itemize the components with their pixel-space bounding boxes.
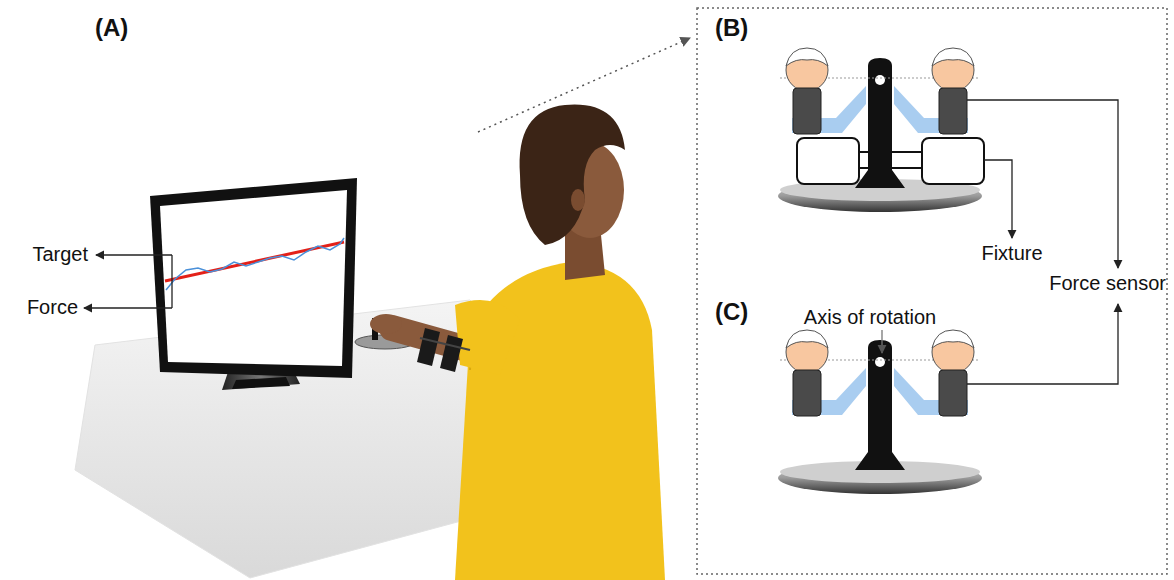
setup-with-fixture	[786, 48, 828, 66]
setup-without-fixture	[786, 330, 828, 348]
setup-with-fixture	[786, 49, 828, 91]
participant	[370, 105, 665, 580]
setup-with-fixture	[939, 88, 967, 134]
setup-with-fixture	[793, 88, 821, 134]
participant	[417, 328, 440, 366]
part-label: Axis of rotation	[804, 306, 936, 329]
label-leaders	[84, 307, 172, 308]
setup-with-fixture	[875, 75, 885, 85]
setup-without-fixture	[778, 330, 982, 494]
participant	[370, 314, 402, 334]
panel-leaders	[967, 304, 1118, 384]
setup-without-fixture	[932, 330, 974, 348]
participant	[455, 262, 665, 580]
monitor	[232, 377, 290, 389]
label-leaders	[84, 255, 172, 308]
force-trace	[166, 238, 344, 290]
setup-with-fixture	[797, 138, 859, 184]
panel-leaders	[881, 330, 882, 353]
target-line	[165, 242, 344, 281]
participant	[420, 338, 470, 350]
setup-with-fixture	[932, 49, 974, 91]
setup-without-fixture	[939, 370, 967, 416]
panel-leaders	[882, 100, 1118, 384]
setup-with-fixture	[894, 86, 968, 133]
panel-letter: (C)	[715, 298, 748, 326]
setup-without-fixture	[792, 368, 866, 415]
participant	[440, 335, 463, 372]
panel-leaders	[984, 160, 1012, 238]
setup-with-fixture	[932, 48, 974, 66]
setup-with-fixture	[778, 48, 984, 212]
setup-without-fixture	[875, 357, 885, 367]
panel-letter: (A)	[95, 14, 128, 42]
participant	[520, 105, 625, 245]
label-leaders	[171, 255, 172, 308]
label-leaders	[96, 254, 172, 255]
setup-without-fixture	[932, 331, 974, 373]
setup-without-fixture	[793, 370, 821, 416]
screen-label: Target	[32, 243, 88, 266]
participant	[571, 189, 585, 211]
setup-with-fixture	[792, 86, 866, 133]
setup-without-fixture	[894, 368, 968, 415]
monitor	[150, 178, 357, 378]
participant	[455, 300, 520, 375]
monitor	[150, 178, 357, 390]
part-label: Fixture	[981, 242, 1042, 265]
part-label: Force sensor	[1049, 272, 1166, 295]
zoom-callout	[478, 38, 690, 132]
zoom-callout	[697, 8, 1167, 574]
setup-with-fixture	[922, 138, 984, 184]
panel-letter: (B)	[715, 14, 748, 42]
panel-leaders	[967, 100, 1118, 268]
screen-label: Force	[27, 296, 78, 319]
setup-without-fixture	[786, 331, 828, 373]
monitor	[160, 190, 347, 366]
zoom-callout	[478, 8, 1167, 574]
